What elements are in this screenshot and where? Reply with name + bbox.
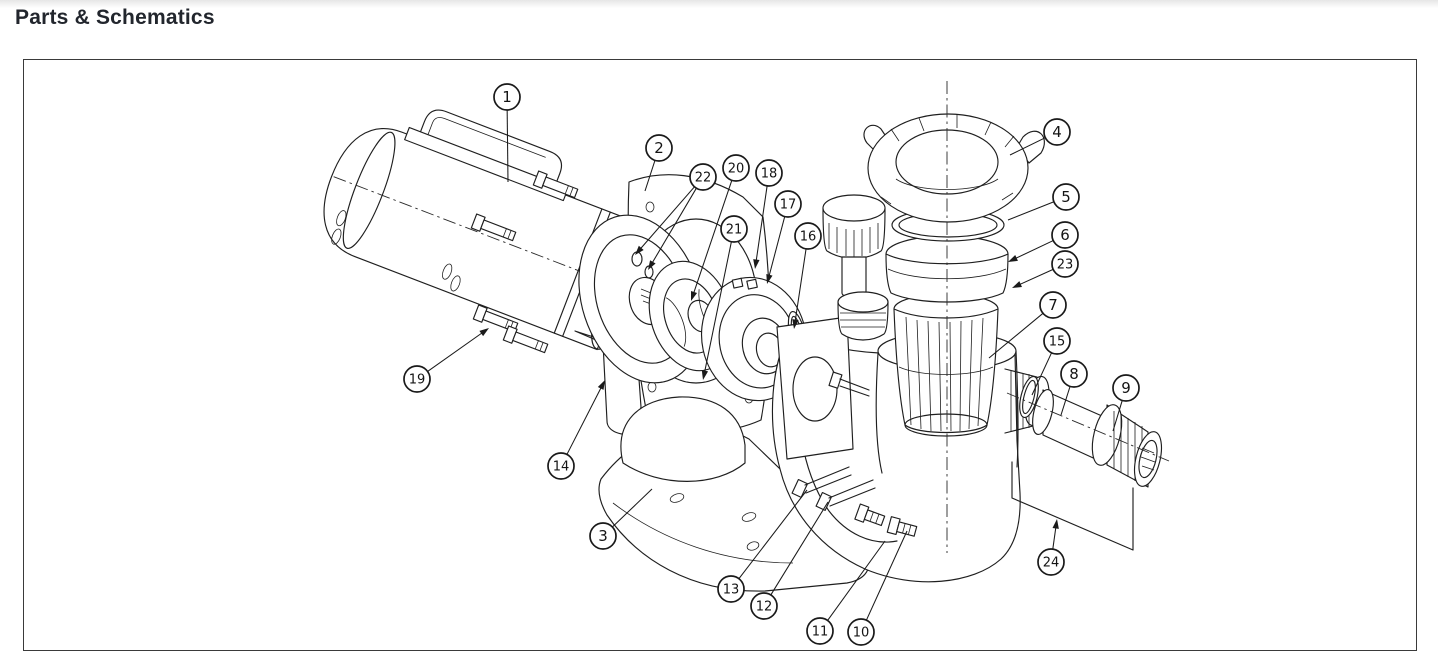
callout-22: 22 [635,163,717,270]
svg-text:9: 9 [1121,379,1131,397]
callout-circle [806,617,834,645]
union-pipe [1032,389,1103,463]
svg-text:24: 24 [1043,556,1060,571]
callout-12: 12 [750,501,829,620]
suction-flange [776,316,854,460]
callout-circle [1039,291,1067,319]
inlet-union [822,194,889,341]
callout-4: 4 [1009,118,1071,156]
svg-text:5: 5 [1061,188,1071,206]
callout-23: 23 [1012,250,1079,288]
pump-base [598,396,870,592]
through-bolt [532,170,579,199]
callout-circle [547,452,575,480]
svg-text:19: 19 [409,373,426,388]
callout-5: 5 [1007,183,1080,221]
base-bolt [815,479,876,511]
callout-circle [493,83,521,111]
callout-2: 2 [644,134,673,192]
callout-16: 16 [792,222,822,329]
callout-circle [645,134,673,162]
callout-18: 18 [753,159,783,269]
callout-circle [1043,327,1071,355]
svg-text:14: 14 [553,460,570,475]
svg-text:23: 23 [1057,258,1074,273]
callout-circle [1112,374,1140,402]
top-shadow-strip [0,0,1438,8]
svg-text:17: 17 [780,198,797,213]
svg-text:2: 2 [654,139,664,157]
svg-text:8: 8 [1069,365,1079,383]
through-bolt [502,325,549,354]
svg-text:6: 6 [1060,226,1070,244]
mounting-bolt [828,371,870,397]
callout-circle [722,154,750,182]
svg-text:13: 13 [723,583,740,598]
callout-15: 15 [1031,327,1071,396]
union-nut [1091,404,1163,488]
callout-circle [1043,118,1071,146]
union-oring [1019,375,1039,419]
clamp-ring [863,113,1045,223]
callout-circle [720,215,748,243]
callout-1: 1 [493,83,521,183]
callout-21: 21 [701,215,748,380]
svg-text:22: 22 [695,171,712,186]
drain-plug [886,516,918,537]
callout-7: 7 [988,291,1067,359]
callout-10: 10 [847,530,908,646]
callout-circle [847,618,875,646]
callout-circle [1060,360,1088,388]
callout-circle [755,159,783,187]
motor-handle [417,109,563,191]
svg-text:16: 16 [800,230,817,245]
svg-text:1: 1 [502,88,512,106]
svg-text:11: 11 [812,625,829,640]
callout-19: 19 [403,328,489,393]
callout-circle [1051,221,1079,249]
svg-text:3: 3 [598,527,608,545]
callout-circle [750,592,778,620]
drain-plug [854,503,886,527]
callout-11: 11 [806,540,886,645]
callout-8: 8 [1060,360,1088,416]
callout-circle [1037,548,1065,576]
callout-17: 17 [766,190,802,284]
page-title: Parts & Schematics [15,6,215,29]
callout-24: 24 [1037,519,1065,576]
callout-circle [689,163,717,191]
callout-13: 13 [717,489,808,603]
callout-circle [589,522,617,550]
callout-20: 20 [691,154,750,301]
callout-6: 6 [1008,221,1079,262]
callout-circle [794,222,822,250]
svg-text:20: 20 [728,162,745,177]
motor [323,109,646,351]
svg-text:18: 18 [761,167,778,182]
svg-text:12: 12 [756,600,773,615]
svg-text:4: 4 [1052,123,1062,141]
union-centerline [1006,392,1170,462]
svg-text:7: 7 [1048,296,1058,314]
through-bolt [470,213,517,242]
assembly-bracket [1011,461,1134,551]
callout-circle [774,190,802,218]
callout-circle [717,575,745,603]
callout-circle [1051,250,1079,278]
callout-14: 14 [547,380,605,480]
callout-3: 3 [589,488,653,550]
svg-text:10: 10 [853,626,870,641]
strainer-basket [893,293,999,437]
callout-circle [1052,183,1080,211]
base-bolt [791,466,852,498]
svg-text:21: 21 [726,223,743,238]
callout-9: 9 [1112,374,1140,432]
svg-text:15: 15 [1049,335,1066,350]
callout-circle [403,365,431,393]
